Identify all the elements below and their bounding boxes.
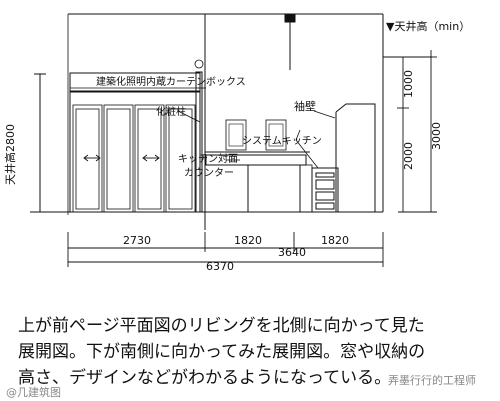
oven-appliance — [311, 167, 339, 213]
window-panel — [72, 104, 103, 213]
leader-lines — [177, 87, 336, 161]
dim-2000: 2000 — [402, 142, 415, 170]
caption-line-2: 展開図。下が南側に向かってみた展開図。窓や収納の — [18, 342, 426, 362]
window-panel — [134, 104, 165, 213]
caption-line-3: 高さ、デザインなどがわかるようになっている。 — [18, 368, 392, 388]
watermark-left: @几建筑图 — [6, 386, 61, 399]
dim-1820-left: 1820 — [234, 234, 262, 247]
sode-wall — [335, 103, 376, 212]
caption: 上が前ページ平面図のリビングを北側に向かって見た 展開図。下が南側に向かってみた… — [18, 313, 493, 391]
ceiling-height-min-label: ▼天井高（min） — [386, 19, 470, 33]
facing-counter-label-2: カウンター — [184, 167, 234, 179]
dim-1000: 1000 — [402, 70, 415, 98]
curtain-box — [69, 72, 201, 92]
horizontal-dimension-lines — [67, 232, 384, 267]
dim-2730: 2730 — [123, 234, 151, 247]
kitchen-base-cabinet — [247, 164, 301, 213]
sode-wall-label: 袖壁 — [294, 99, 316, 113]
dim-3640: 3640 — [278, 246, 306, 259]
dim-1820-right: 1820 — [321, 234, 349, 247]
elevation-drawing: ▼天井高（min） 天井高2800 建築化照明内蔵カーテンボックス 化粧柱 シス… — [3, 13, 470, 273]
window-panel — [165, 104, 196, 213]
vertical-dimension-lines — [383, 50, 437, 213]
pendant-frame — [265, 119, 287, 151]
ceiling-beam — [284, 13, 296, 23]
window-panel — [103, 104, 134, 213]
pendant-frame — [225, 119, 247, 151]
facing-counter-label-1: キッチン対面 — [178, 152, 238, 165]
decorative-column — [195, 71, 203, 213]
dim-3000: 3000 — [430, 122, 443, 150]
ceiling-height-2800-label: 天井高2800 — [3, 124, 17, 185]
sliding-arrows — [83, 154, 160, 162]
caption-line-1: 上が前ページ平面図のリビングを北側に向かって見た — [18, 316, 425, 336]
curtain-box-label: 建築化照明内蔵カーテンボックス — [96, 75, 246, 88]
dim-6370: 6370 — [206, 260, 234, 273]
system-kitchen-label: システムキッチン — [242, 135, 322, 147]
decorative-column-label: 化粧柱 — [156, 105, 186, 118]
watermark-right: 弄墨行行的工程师 — [388, 374, 476, 387]
